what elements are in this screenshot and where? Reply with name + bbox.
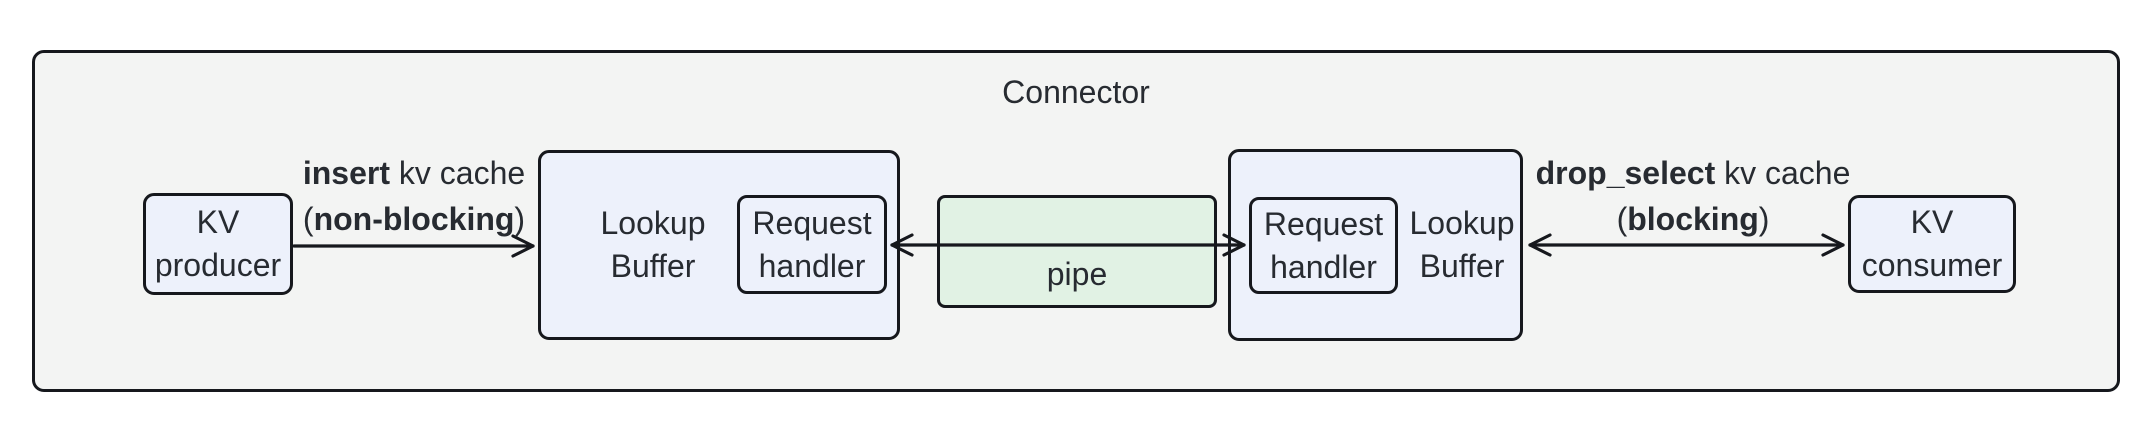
pipe-node: pipe: [937, 195, 1217, 308]
kv-producer-node: KV producer: [143, 193, 293, 295]
lookup-buffer-left-label-line2: Buffer: [610, 248, 696, 284]
request-handler-left-label-line1: Request: [752, 204, 872, 241]
kv-producer-label-line2: producer: [154, 247, 282, 283]
kv-consumer-label-line1: KV: [1910, 204, 1954, 240]
lookup-buffer-right-label-line1: Lookup: [1409, 205, 1515, 241]
kv-consumer-node: KV consumer: [1848, 195, 2016, 293]
lookup-buffer-right-label-line2: Buffer: [1419, 248, 1505, 284]
kv-producer-label-line1: KV: [196, 204, 240, 240]
request-handler-right-label-line1: Request: [1263, 205, 1384, 242]
lookup-buffer-right-node: Request handler Lookup Buffer: [1228, 149, 1523, 341]
request-handler-right-label-line2: handler: [1270, 248, 1377, 285]
drop-select-edge-label: drop_select kv cache (blocking): [1518, 150, 1868, 242]
kv-consumer-label-line2: consumer: [1861, 247, 2003, 283]
lookup-buffer-right-label: Lookup Buffer: [1398, 152, 1526, 338]
insert-edge-label-line2: (non-blocking): [302, 201, 526, 237]
drop-select-edge-label-line2: (blocking): [1616, 201, 1770, 237]
connector-title: Connector: [1002, 74, 1150, 110]
insert-edge-label: insert kv cache (non-blocking): [258, 150, 570, 242]
pipe-label: pipe: [1046, 256, 1108, 292]
lookup-buffer-left-node: Lookup Buffer Request handler: [538, 150, 900, 340]
request-handler-right-node: Request handler: [1249, 197, 1398, 294]
request-handler-left-node: Request handler: [737, 195, 887, 294]
lookup-buffer-left-label: Lookup Buffer: [566, 153, 740, 337]
request-handler-left-label-line2: handler: [758, 247, 866, 284]
lookup-buffer-left-label-line1: Lookup: [600, 205, 706, 241]
insert-edge-label-line1: insert kv cache: [302, 155, 526, 191]
drop-select-edge-label-line1: drop_select kv cache: [1535, 155, 1851, 191]
